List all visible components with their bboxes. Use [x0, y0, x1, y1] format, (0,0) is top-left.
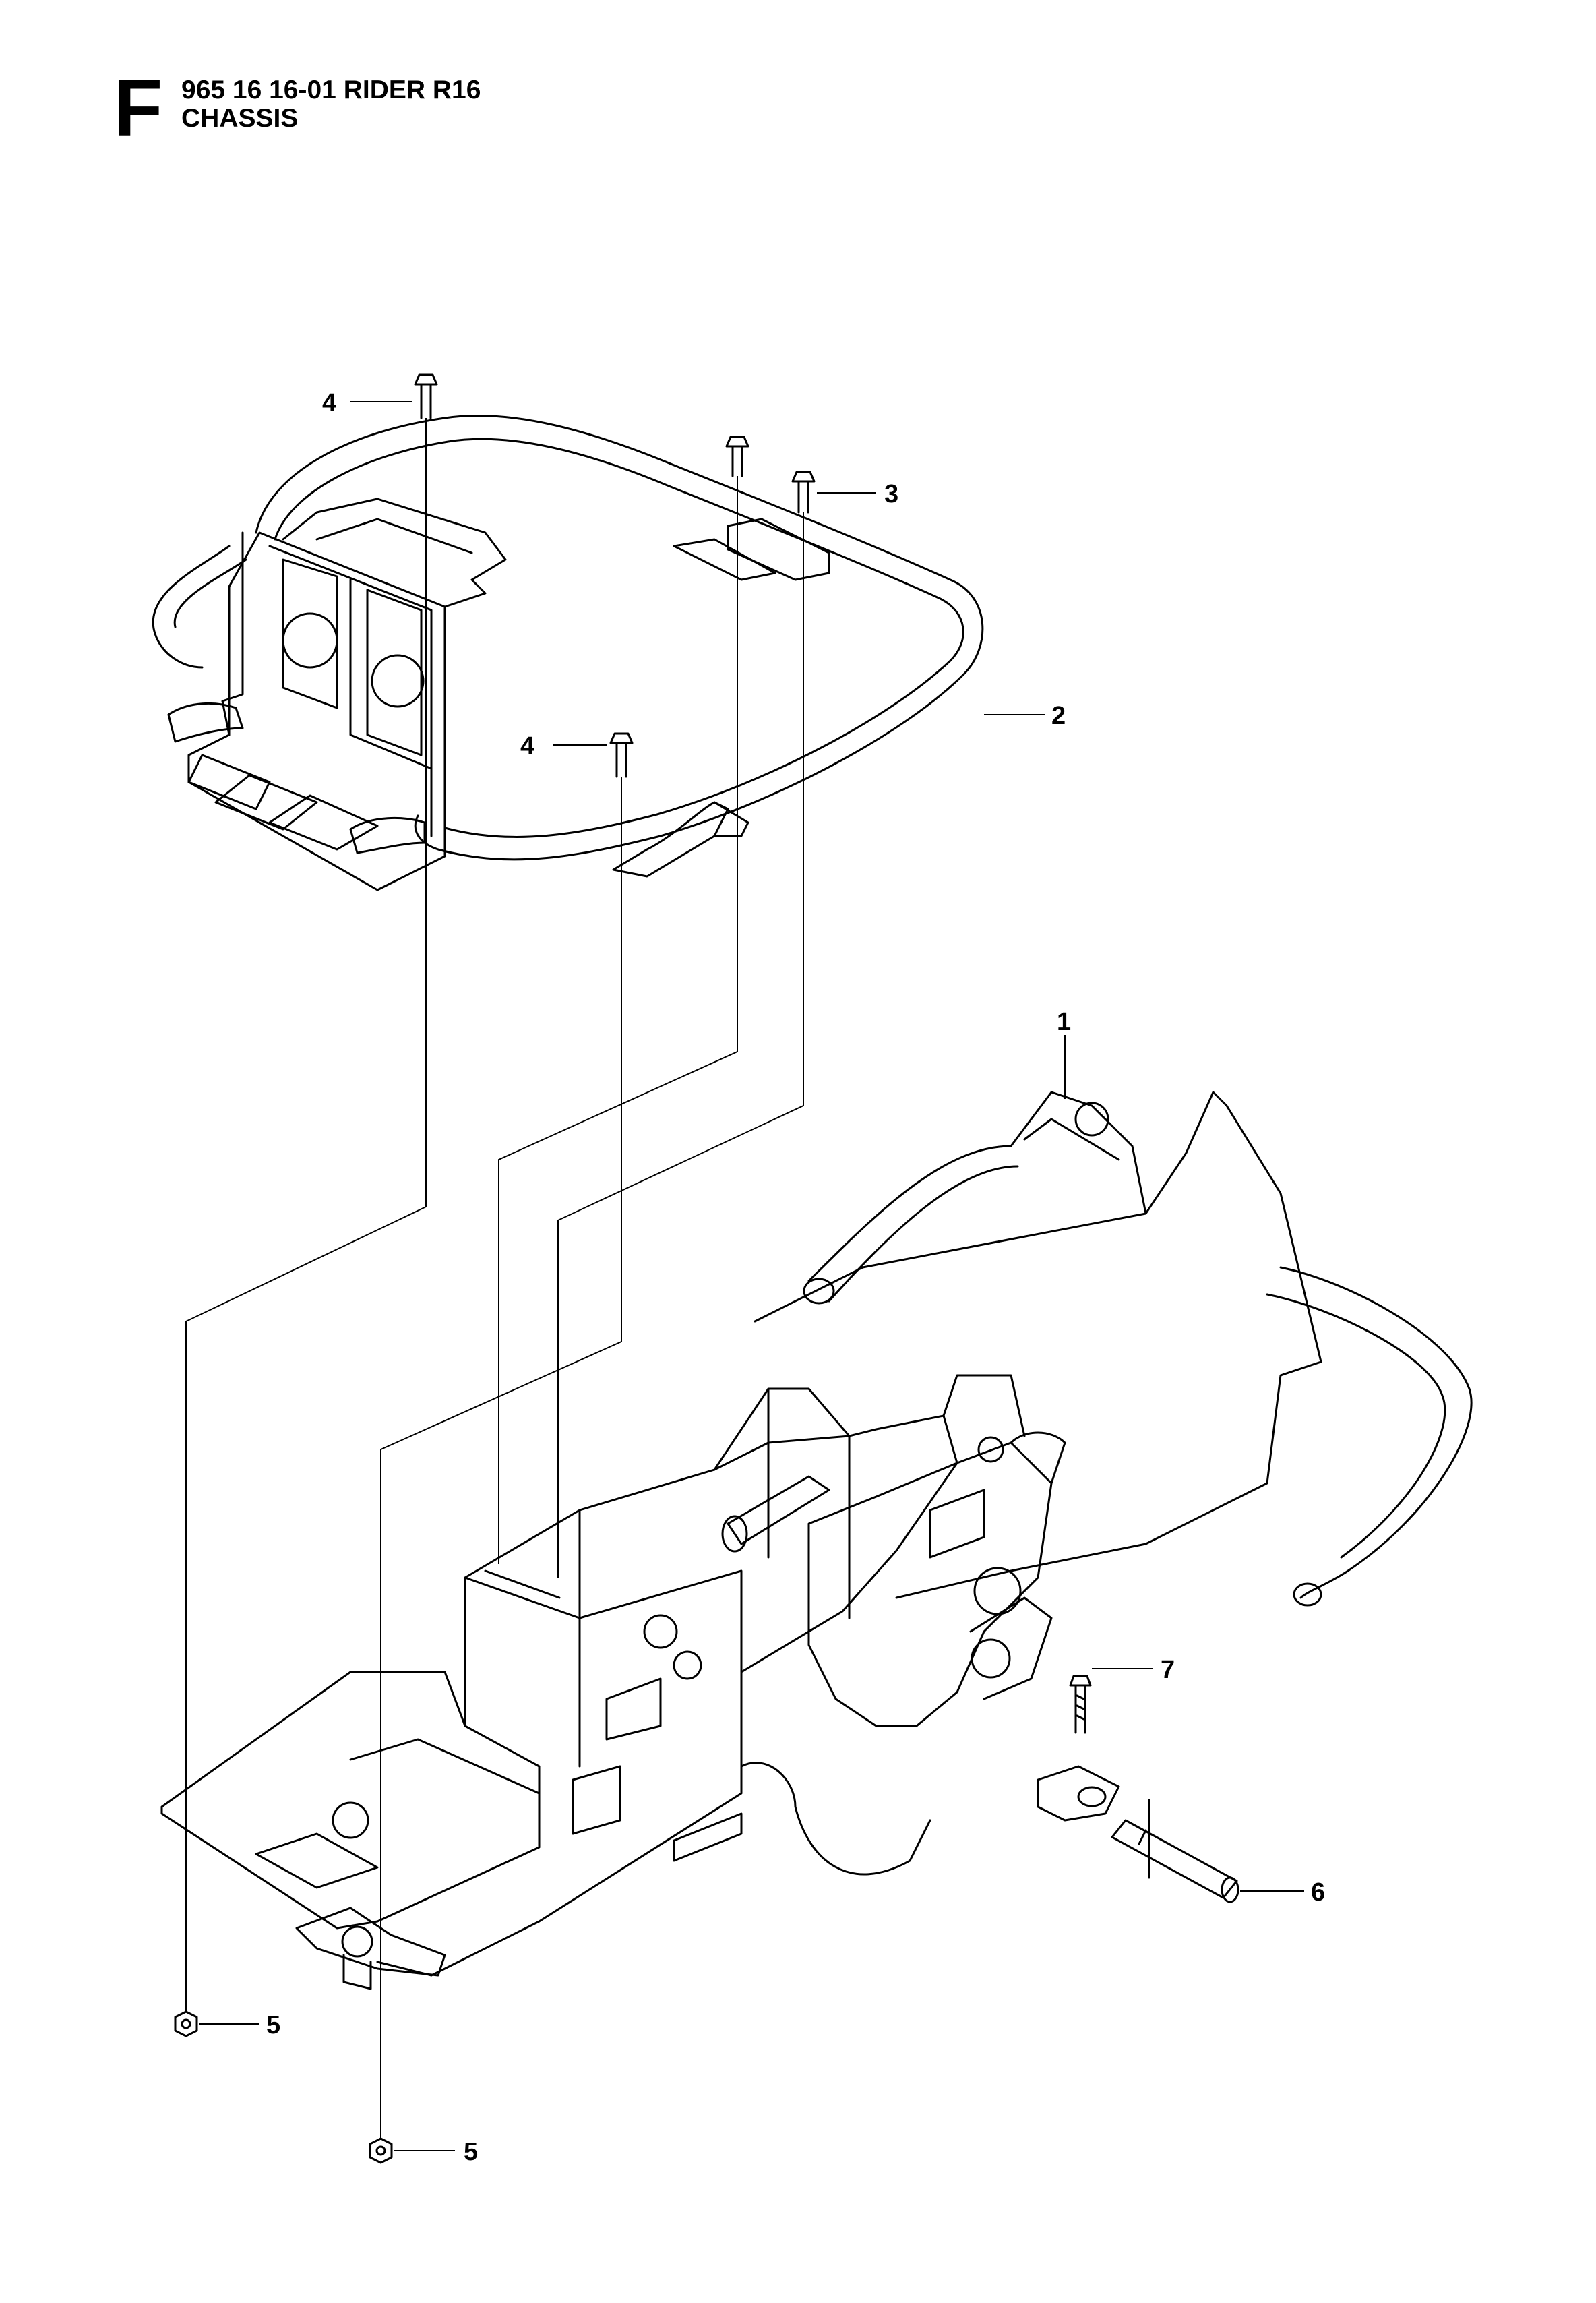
part-6-pin — [1111, 1799, 1239, 1903]
section-title: CHASSIS — [181, 104, 299, 133]
model-title: 965 16 16-01 RIDER R16 — [181, 76, 481, 104]
callout-6: 6 — [1311, 1878, 1325, 1907]
callout-5-left: 5 — [266, 2011, 280, 2039]
part-5-nut-right — [369, 2137, 393, 2164]
part-4-bolt-upper — [414, 373, 438, 419]
part-5-nut-left — [174, 2010, 198, 2037]
callout-7: 7 — [1161, 1656, 1175, 1684]
callout-1: 1 — [1057, 1008, 1071, 1036]
callout-4-upper: 4 — [322, 389, 336, 417]
callout-3: 3 — [884, 480, 898, 508]
callout-4-middle: 4 — [520, 732, 534, 760]
part-3-bolt-left — [725, 436, 749, 477]
callout-2: 2 — [1051, 702, 1066, 730]
part-2-seat-frame — [152, 414, 984, 891]
callout-5-right: 5 — [464, 2138, 478, 2166]
part-7-bolt — [1069, 1675, 1092, 1734]
part-1-chassis — [160, 1091, 1473, 1990]
leader-lines — [200, 401, 1304, 2151]
part-3-bolt-right — [791, 471, 816, 514]
section-letter: F — [113, 63, 163, 153]
assembly-guide-lines — [185, 418, 804, 2138]
part-4-bolt-middle — [609, 732, 634, 778]
